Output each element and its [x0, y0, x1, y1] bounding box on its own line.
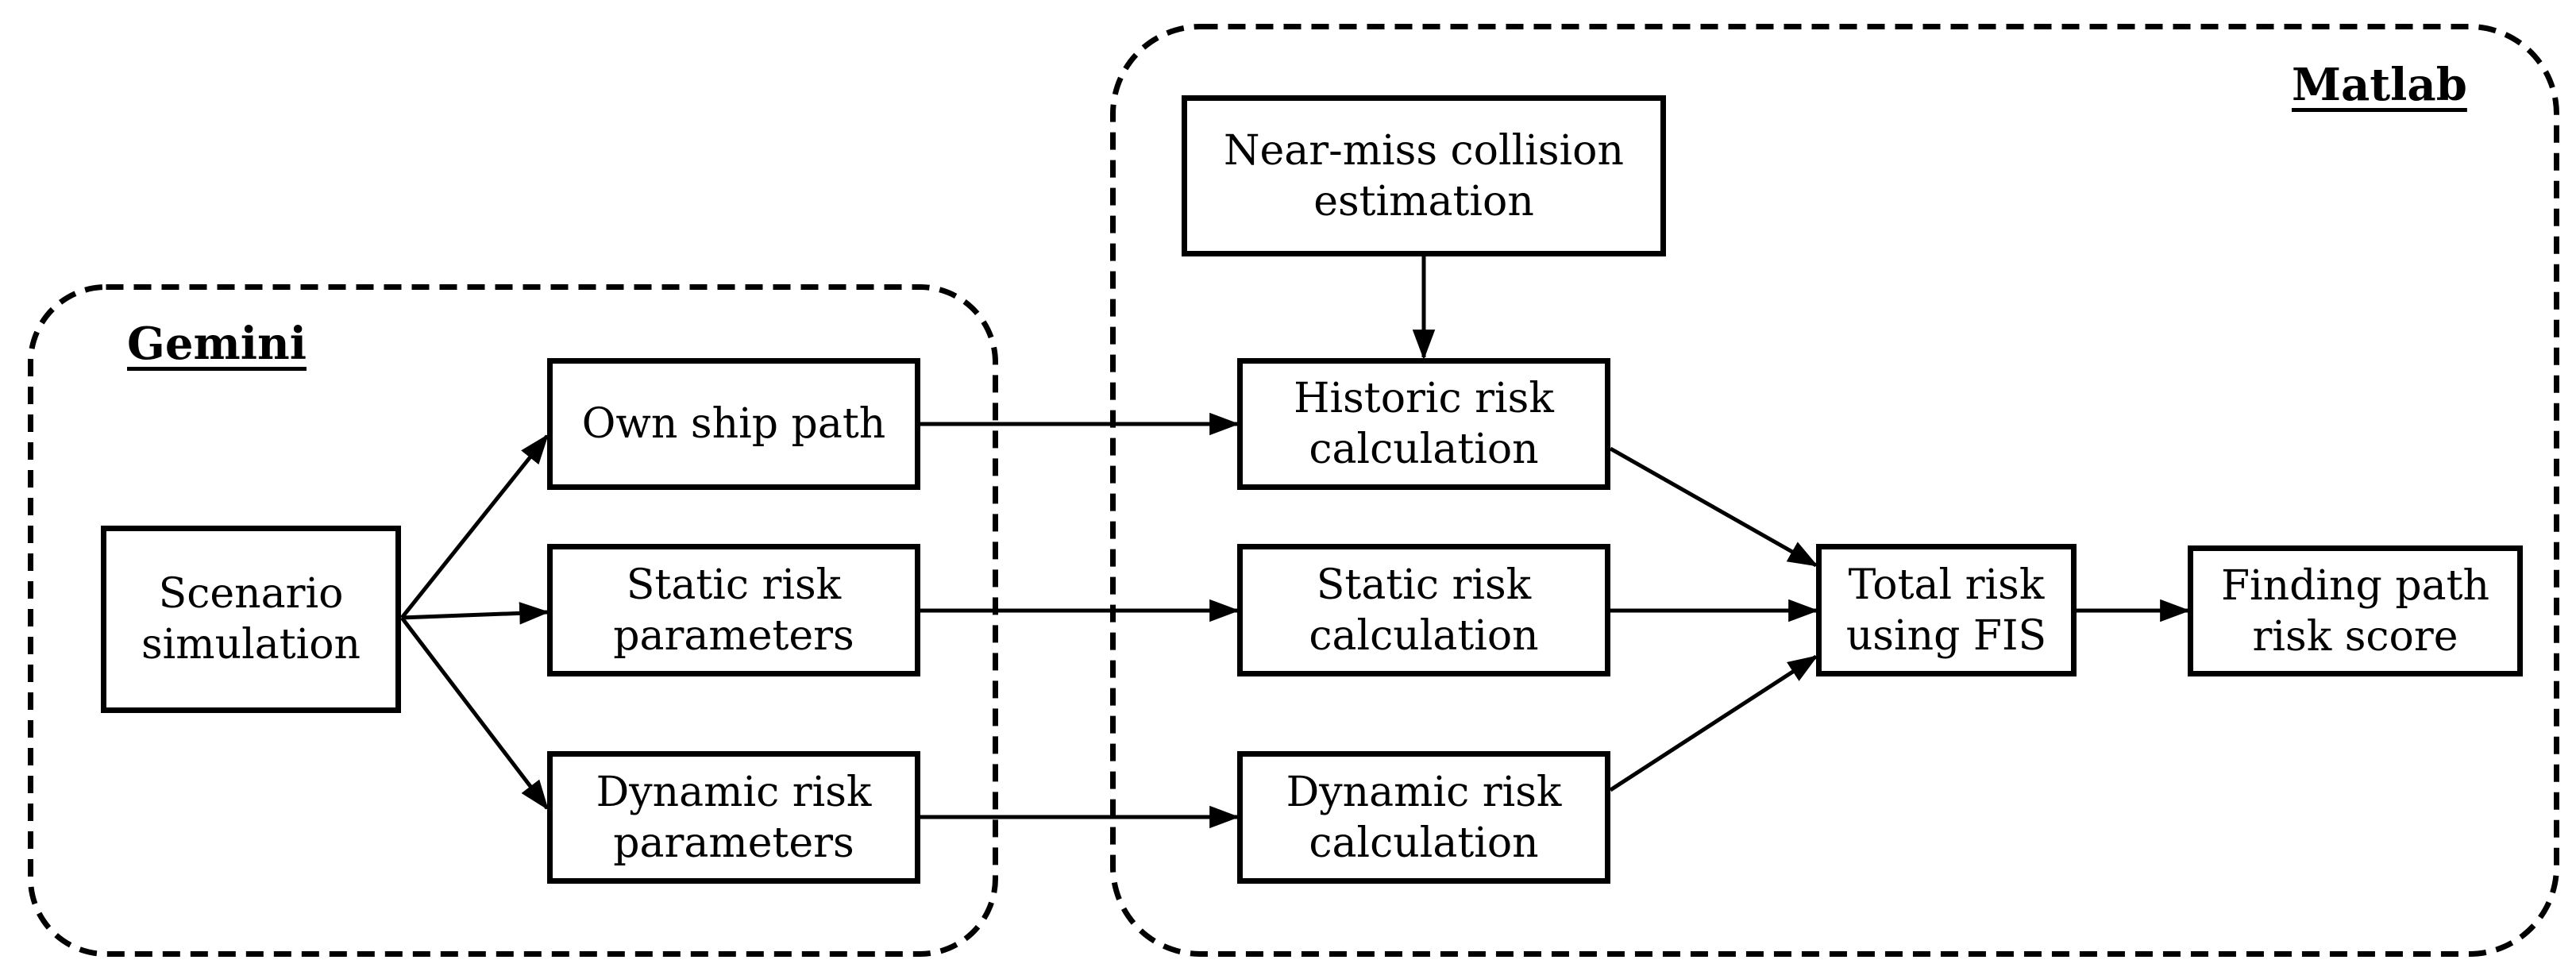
node-historic-risk-calculation-label: Historic risk calculation — [1294, 375, 1554, 473]
node-static-risk-parameters: Static risk parameters — [547, 544, 920, 676]
node-dynamic-risk-parameters-label: Dynamic risk parameters — [596, 768, 872, 867]
edge-scenario-to-dynamic-risk-parameters — [400, 616, 549, 811]
node-finding-path-risk-score-label: Finding path risk score — [2220, 561, 2490, 661]
node-dynamic-risk-parameters: Dynamic risk parameters — [547, 751, 920, 884]
node-static-risk-calculation-label: Static risk calculation — [1309, 561, 1539, 660]
node-static-risk-calculation: Static risk calculation — [1237, 544, 1610, 676]
matlab-group-label: Matlab — [2292, 59, 2467, 111]
edge-scenario-to-own-ship-path — [400, 434, 549, 619]
node-total-risk-using-fis: Total risk using FIS — [1816, 544, 2077, 676]
edge-historic-risk-calculation-to-total-risk — [1609, 446, 1818, 568]
node-dynamic-risk-calculation: Dynamic risk calculation — [1237, 751, 1610, 884]
edge-scenario-to-static-risk-parameters — [401, 602, 550, 625]
node-scenario-simulation: Scenario simulation — [101, 526, 401, 713]
node-historic-risk-calculation: Historic risk calculation — [1237, 358, 1610, 490]
node-static-risk-parameters-label: Static risk parameters — [613, 561, 854, 660]
edge-dynamic-risk-calculation-to-total-risk — [1609, 654, 1818, 792]
node-own-ship-path: Own ship path — [547, 358, 920, 490]
node-own-ship-path-label: Own ship path — [581, 400, 886, 448]
node-total-risk-using-fis-label: Total risk using FIS — [1845, 561, 2047, 660]
node-finding-path-risk-score: Finding path risk score — [2188, 545, 2523, 676]
node-near-miss-collision-estimation: Near-miss collision estimation — [1182, 95, 1666, 256]
node-dynamic-risk-calculation-label: Dynamic risk calculation — [1286, 768, 1562, 867]
node-near-miss-collision-estimation-label: Near-miss collision estimation — [1224, 126, 1624, 225]
gemini-group-label: Gemini — [127, 318, 307, 370]
node-scenario-simulation-label: Scenario simulation — [141, 570, 361, 669]
